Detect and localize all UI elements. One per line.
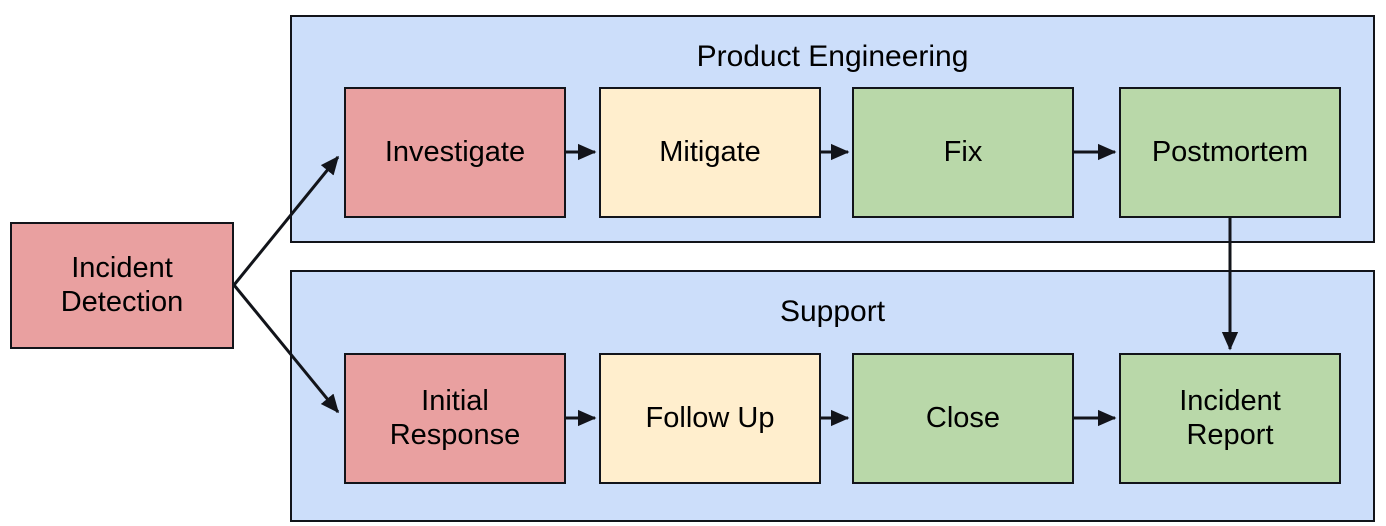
node-follow-up-label: Follow Up [645,401,775,434]
node-incident-report-label-line2: Report [1186,418,1274,451]
node-incident-detection-label-line2: Detection [60,285,184,318]
node-mitigate-label: Mitigate [659,135,761,168]
swimlane-title-support: Support [779,295,886,328]
node-initial-response-label-line2: Response [389,418,521,451]
swimlane-title-product-engineering: Product Engineering [696,40,969,73]
node-fix[interactable]: Fix [852,87,1074,218]
node-close-label: Close [925,401,1001,434]
node-initial-response-label-line1: Initial [421,384,489,417]
node-close[interactable]: Close [852,353,1074,484]
node-postmortem[interactable]: Postmortem [1119,87,1341,218]
node-investigate[interactable]: Investigate [344,87,566,218]
node-mitigate[interactable]: Mitigate [599,87,821,218]
node-incident-detection-label-line1: Incident [71,251,173,284]
node-investigate-label: Investigate [384,135,526,168]
node-follow-up[interactable]: Follow Up [599,353,821,484]
node-incident-report-label-line1: Incident [1179,384,1281,417]
node-postmortem-label: Postmortem [1151,135,1309,168]
node-fix-label: Fix [943,135,983,168]
